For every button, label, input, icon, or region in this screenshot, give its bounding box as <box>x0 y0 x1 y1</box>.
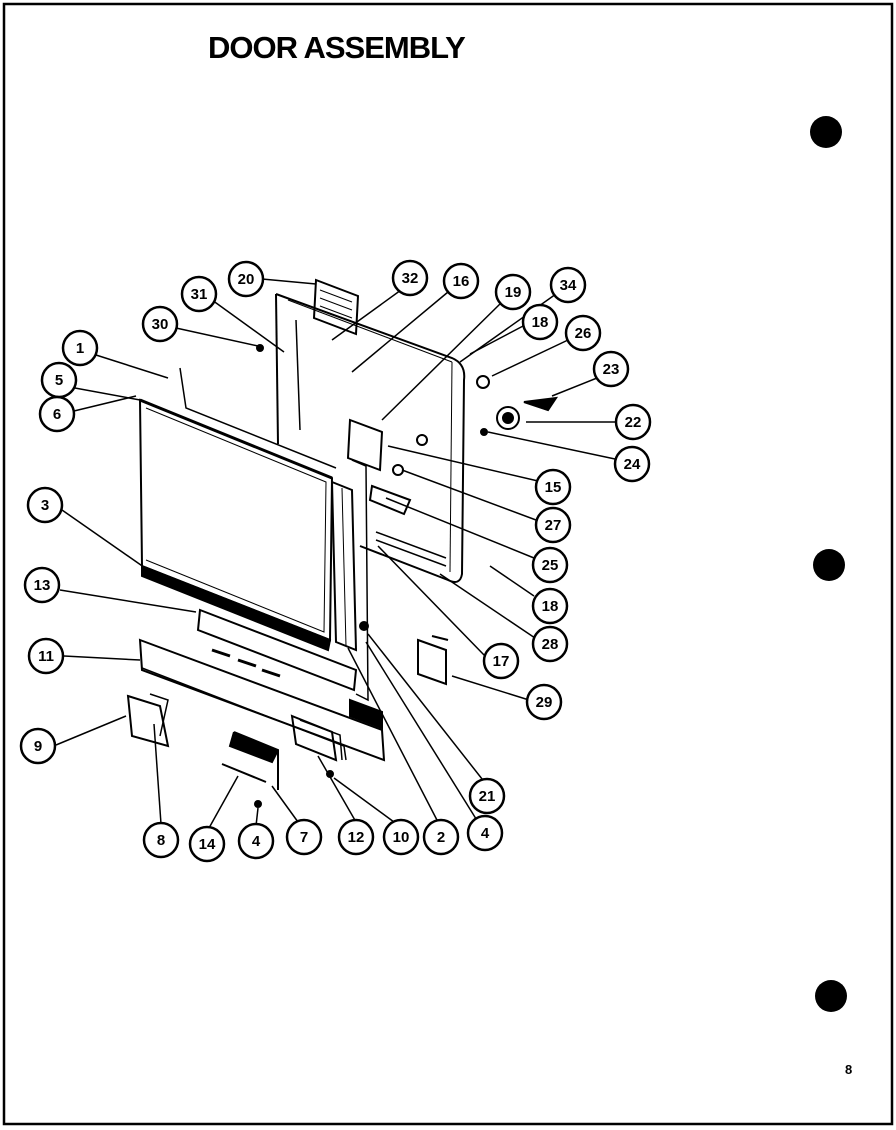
callout-17: 17 <box>482 642 520 680</box>
callout-12: 12 <box>337 818 375 856</box>
callout-32: 32 <box>391 259 429 297</box>
callouts: 20 32 16 19 34 31 30 18 26 1 23 5 6 22 2… <box>19 259 652 863</box>
svg-text:10: 10 <box>393 829 410 846</box>
svg-text:28: 28 <box>542 636 559 653</box>
svg-text:31: 31 <box>191 286 208 303</box>
toe-panel <box>290 714 338 762</box>
svg-text:23: 23 <box>603 361 620 378</box>
svg-text:20: 20 <box>238 271 255 288</box>
svg-text:5: 5 <box>55 372 63 389</box>
binder-hole-top <box>810 116 842 148</box>
svg-text:25: 25 <box>542 557 559 574</box>
parts-drawing <box>126 278 559 808</box>
svg-text:32: 32 <box>402 270 419 287</box>
callout-4-left: 4 <box>237 822 275 860</box>
control-panel <box>196 608 358 692</box>
callout-20: 20 <box>227 260 265 298</box>
callout-9: 9 <box>19 727 57 765</box>
svg-text:7: 7 <box>300 829 308 846</box>
callout-29: 29 <box>525 683 563 721</box>
svg-text:29: 29 <box>536 694 553 711</box>
page-number: 8 <box>845 1062 853 1077</box>
callout-1: 1 <box>61 329 99 367</box>
callout-14: 14 <box>188 825 226 863</box>
svg-text:6: 6 <box>53 406 61 423</box>
svg-text:24: 24 <box>624 456 641 473</box>
callout-15: 15 <box>534 468 572 506</box>
vent <box>312 278 360 336</box>
callout-13: 13 <box>23 566 61 604</box>
callout-6: 6 <box>38 395 76 433</box>
callout-7: 7 <box>285 818 323 856</box>
svg-text:26: 26 <box>575 325 592 342</box>
callout-10: 10 <box>382 818 420 856</box>
callout-27: 27 <box>534 506 572 544</box>
cover-plate <box>417 638 447 686</box>
inner-door-panel <box>275 293 466 583</box>
callout-22: 22 <box>614 403 652 441</box>
callout-31: 31 <box>180 275 218 313</box>
svg-text:22: 22 <box>625 414 642 431</box>
callout-2: 2 <box>422 818 460 856</box>
callout-3: 3 <box>26 486 64 524</box>
svg-text:3: 3 <box>41 497 49 514</box>
callout-4-right: 4 <box>466 814 504 852</box>
callout-18-top: 18 <box>521 303 559 341</box>
side-strip <box>330 480 358 652</box>
svg-text:9: 9 <box>34 738 42 755</box>
callout-25: 25 <box>531 546 569 584</box>
svg-text:11: 11 <box>38 648 54 665</box>
door-bottom-trim <box>141 564 332 652</box>
svg-text:16: 16 <box>453 273 470 290</box>
part-22 <box>496 406 520 430</box>
part-26 <box>476 375 490 389</box>
svg-text:18: 18 <box>532 314 549 331</box>
svg-text:4: 4 <box>481 825 490 842</box>
callout-19: 19 <box>494 273 532 311</box>
callout-5: 5 <box>40 361 78 399</box>
callout-18-bottom: 18 <box>531 587 569 625</box>
svg-text:4: 4 <box>252 833 261 850</box>
callout-28: 28 <box>531 625 569 663</box>
leader-lines <box>55 278 617 829</box>
callout-34: 34 <box>549 266 587 304</box>
svg-text:30: 30 <box>152 316 169 333</box>
svg-text:18: 18 <box>542 598 559 615</box>
svg-text:21: 21 <box>479 788 496 805</box>
binder-hole-middle <box>813 549 845 581</box>
part-23 <box>523 396 559 412</box>
part-4 <box>254 800 262 808</box>
callout-21: 21 <box>468 777 506 815</box>
callout-30: 30 <box>141 305 179 343</box>
svg-text:13: 13 <box>34 577 51 594</box>
svg-text:34: 34 <box>560 277 577 294</box>
binder-hole-bottom <box>815 980 847 1012</box>
svg-text:12: 12 <box>348 829 365 846</box>
inner-panel-1 <box>179 367 337 469</box>
svg-text:19: 19 <box>505 284 522 301</box>
svg-text:8: 8 <box>157 832 165 849</box>
dispenser <box>346 418 384 472</box>
callout-24: 24 <box>613 445 651 483</box>
callout-23: 23 <box>592 350 630 388</box>
callout-26: 26 <box>564 314 602 352</box>
svg-text:14: 14 <box>199 836 216 853</box>
svg-text:17: 17 <box>493 653 510 670</box>
svg-text:2: 2 <box>437 829 445 846</box>
callout-8: 8 <box>142 821 180 859</box>
svg-text:27: 27 <box>545 517 562 534</box>
kick-plate <box>138 638 386 762</box>
part-21 <box>359 621 369 631</box>
part-24 <box>480 428 488 436</box>
svg-text:1: 1 <box>76 340 84 357</box>
part-30 <box>256 344 264 352</box>
svg-text:15: 15 <box>545 479 562 496</box>
page-title: DOOR ASSEMBLY <box>208 30 466 65</box>
callout-16: 16 <box>442 262 480 300</box>
bracket-left <box>126 694 170 748</box>
callout-11: 11 <box>27 637 65 675</box>
